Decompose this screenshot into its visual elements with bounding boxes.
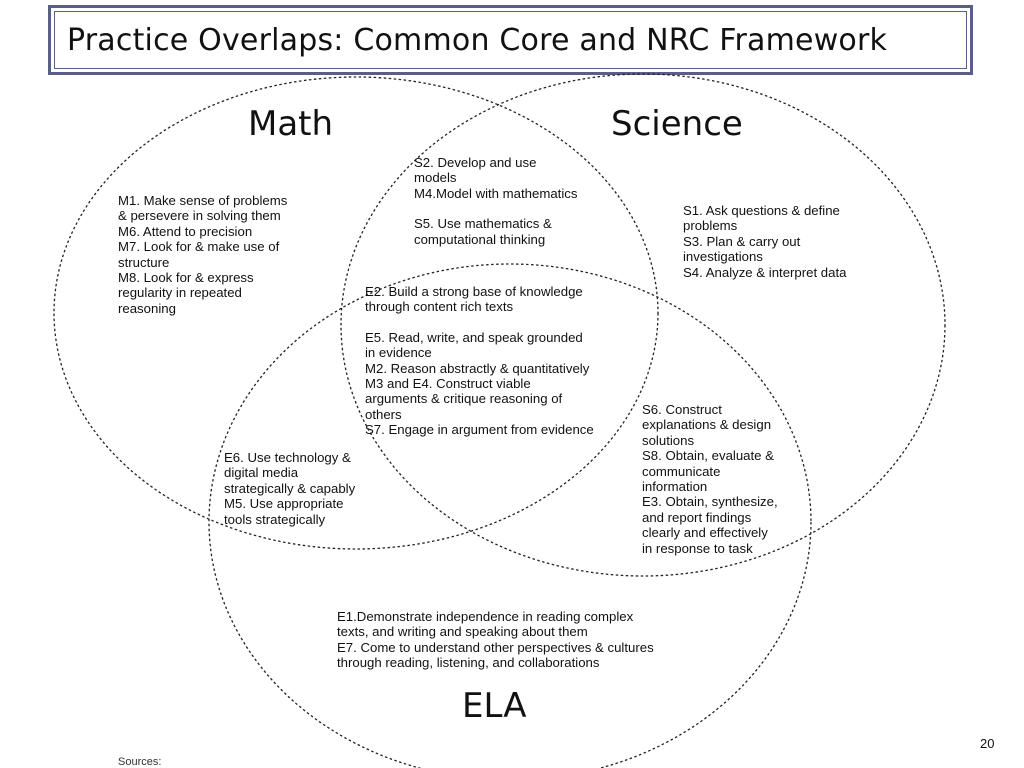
region-line: through reading, listening, and collabor… (337, 655, 600, 671)
region-line: problems (683, 218, 738, 234)
math-circle (53, 76, 659, 550)
region-line: M8. Look for & express (118, 270, 254, 286)
region-line: S5. Use mathematics & (414, 216, 552, 232)
region-line: M7. Look for & make use of (118, 239, 280, 255)
ela-circle (208, 263, 812, 768)
slide-title: Practice Overlaps: Common Core and NRC F… (67, 22, 888, 58)
region-line: computational thinking (414, 231, 546, 247)
title-inner-frame: Practice Overlaps: Common Core and NRC F… (54, 11, 967, 69)
region-line: and report findings (642, 509, 752, 525)
region-line: E1.Demonstrate independence in reading c… (337, 609, 634, 624)
region-line: investigations (683, 249, 763, 265)
ela-only-region: E1.Demonstrate independence in reading c… (337, 609, 654, 671)
region-line: arguments & critique reasoning of (365, 391, 563, 407)
page-number: 20 (980, 736, 995, 751)
region-line: M1. Make sense of problems (118, 193, 288, 208)
region-line: texts, and writing and speaking about th… (337, 624, 588, 640)
region-line: reasoning (118, 300, 176, 316)
region-line: strategically & capably (224, 480, 356, 496)
math-science-region: S2. Develop and use models M4.Model with… (414, 155, 577, 247)
science-ela-region: S6. Construct explanations & design solu… (642, 402, 778, 556)
region-line: through content rich texts (365, 299, 514, 315)
region-line: E7. Come to understand other perspective… (337, 639, 654, 655)
region-line: digital media (224, 465, 299, 481)
region-line: S4. Analyze & interpret data (683, 264, 847, 280)
region-line: others (365, 406, 402, 422)
region-line: clearly and effectively (642, 525, 768, 541)
ela-label: ELA (462, 686, 527, 726)
region-line: S2. Develop and use (414, 155, 537, 170)
region-line: in evidence (365, 345, 432, 361)
region-line: S8. Obtain, evaluate & (642, 448, 774, 464)
region-line: regularity in repeated (118, 285, 242, 301)
region-line: E3. Obtain, synthesize, (642, 494, 778, 510)
region-line: in response to task (642, 540, 753, 556)
region-line: solutions (642, 432, 695, 448)
region-line: models (414, 170, 457, 186)
title-box: Practice Overlaps: Common Core and NRC F… (48, 5, 973, 75)
region-line: S3. Plan & carry out (683, 233, 801, 249)
region-line: M3 and E4. Construct viable (365, 376, 531, 392)
science-only-region: S1. Ask questions & define problems S3. … (683, 203, 846, 280)
region-line: S7. Engage in argument from evidence (365, 422, 594, 438)
region-line: communicate (642, 463, 721, 479)
region-line: E5. Read, write, and speak grounded (365, 329, 583, 345)
math-ela-region: E6. Use technology & digital media strat… (224, 450, 355, 527)
sources-label: Sources: (118, 756, 162, 768)
region-line: S1. Ask questions & define (683, 203, 840, 218)
region-line: information (642, 479, 708, 495)
region-line: tools strategically (224, 511, 326, 527)
math-only-region: M1. Make sense of problems & persevere i… (118, 193, 287, 316)
region-line: M4.Model with mathematics (414, 185, 578, 201)
math-label: Math (248, 104, 334, 144)
region-line: structure (118, 254, 170, 270)
region-line: M5. Use appropriate (224, 496, 344, 512)
region-line: E2. Build a strong base of knowledge (365, 284, 583, 299)
region-line: M2. Reason abstractly & quantitatively (365, 360, 590, 376)
region-line: explanations & design (642, 417, 772, 433)
region-line: M6. Attend to precision (118, 223, 253, 239)
region-line: S6. Construct (642, 402, 722, 417)
region-line: E6. Use technology & (224, 450, 351, 465)
science-circle (340, 73, 946, 577)
all-three-region: E2. Build a strong base of knowledge thr… (365, 284, 594, 438)
science-label: Science (611, 104, 743, 144)
region-line: & persevere in solving them (118, 208, 281, 224)
